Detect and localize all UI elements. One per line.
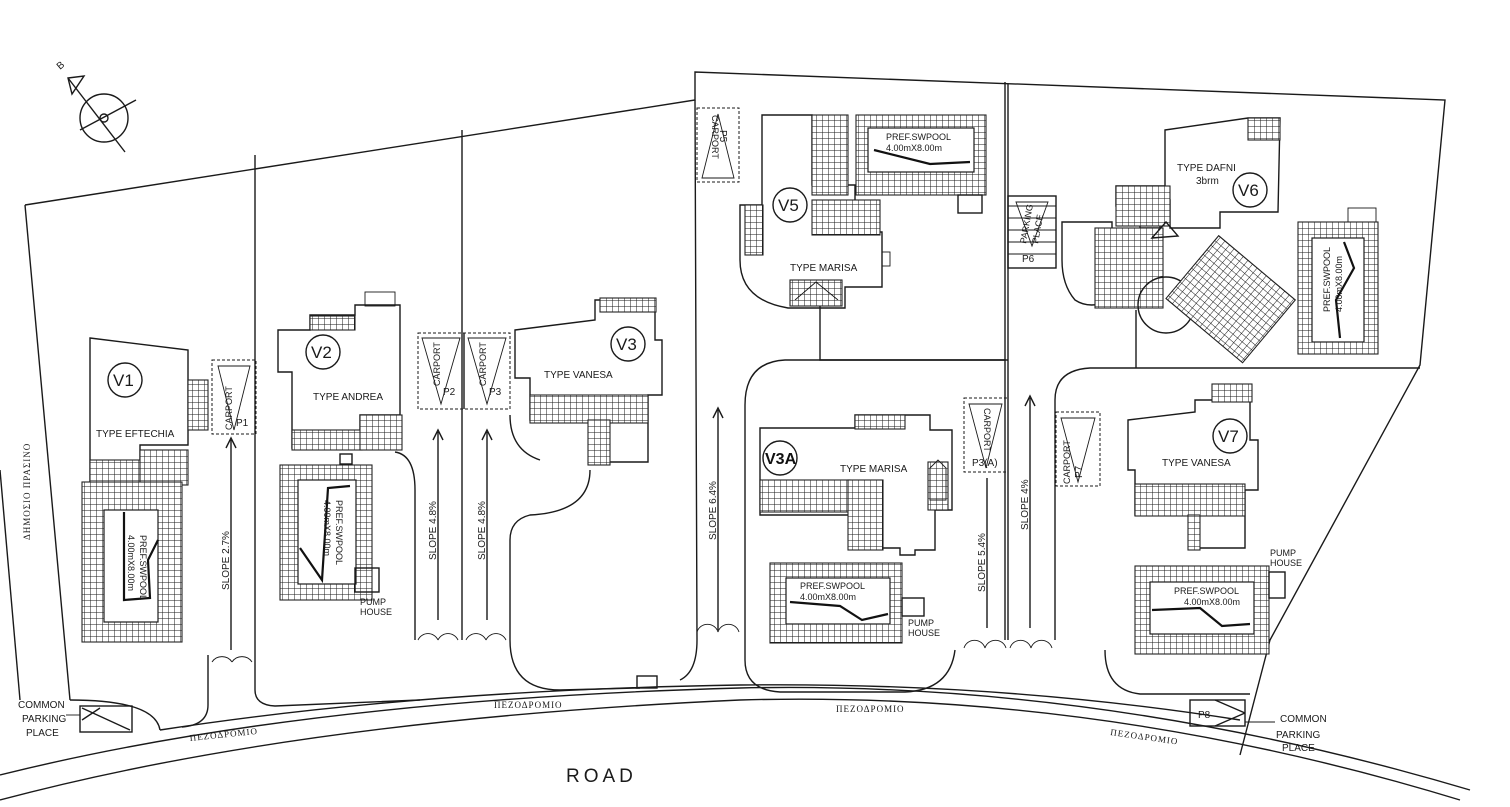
villa-v3a-type: TYPE MARISA — [840, 464, 908, 475]
villa-v2-tag: V2 — [311, 343, 332, 362]
common-parking-right: P8 COMMON PARKING PLACE — [1189, 699, 1327, 754]
villa-v5-tag: V5 — [778, 196, 799, 215]
villa-v3-type: TYPE VANESA — [544, 370, 613, 381]
v3a-pump-label-1: PUMP — [908, 618, 934, 628]
common-parking-left-2: PARKING — [22, 714, 66, 725]
v6-pool-label-1: PREF.SWPOOL — [1322, 247, 1332, 312]
v3a-carport-label: CARPORT — [982, 408, 992, 452]
road-label: ROAD — [566, 766, 637, 787]
v1-pool-label-2: 4.00mX8.00m — [126, 535, 136, 591]
common-parking-right-2: PARKING — [1276, 730, 1320, 741]
sidewalk-label-1: ΠΕΖΟΔΡΟΜΙΟ — [189, 726, 258, 743]
sidewalk-label-3: ΠΕΖΟΔΡΟΜΙΟ — [836, 704, 905, 714]
parking-p3a-label: P3(A) — [972, 458, 998, 469]
villa-v5: V5 TYPE MARISA PREF.SWPOOL 4.00mX8.00m C… — [696, 107, 987, 633]
v3a-pool-label-2: 4.00mX8.00m — [800, 592, 856, 602]
v7-pool-label-1: PREF.SWPOOL — [1174, 586, 1239, 596]
villa-v1: V1 TYPE EFTECHIA PREF.SWPOOL 4.00mX8.00m… — [81, 337, 257, 663]
side-street-label: ΔΗΜΟΣΙΟ ΠΡΑΣΙΝΟ — [22, 443, 32, 540]
v1-pool-label-1: PREF.SWPOOL — [138, 535, 148, 600]
carports-p2-p3: CARPORT CARPORT P2 P3 SLOPE 4.8% SLOPE 4… — [417, 332, 511, 641]
common-parking-left-1: COMMON — [18, 700, 65, 711]
villa-v7: V7 TYPE VANESA PREF.SWPOOL 4.00mX8.00m P… — [1055, 383, 1302, 655]
villa-v3-tag: V3 — [616, 335, 637, 354]
villa-v6-tag: V6 — [1238, 181, 1259, 200]
v5-slope: SLOPE 6.4% — [708, 481, 719, 540]
parking-p1-label: P1 — [236, 418, 249, 429]
parking-p3-label: P3 — [489, 387, 502, 398]
villa-v6-sub: 3brm — [1196, 176, 1219, 187]
villa-v2: V2 TYPE ANDREA PREF.SWPOOL 4.00mX8.00m P… — [277, 291, 403, 617]
villa-v6: V6 TYPE DAFNI 3brm PREF.SWPOOL 4.00mX8.0… — [1007, 117, 1379, 649]
v2-pool-label-2: 4.00mX8.00m — [322, 500, 332, 556]
v7-carport-label: CARPORT — [1062, 440, 1072, 484]
north-arrow: B — [55, 59, 137, 153]
v6-pool-label-2: 4.00mX8.00m — [1334, 256, 1344, 312]
villa-v7-type: TYPE VANESA — [1162, 458, 1231, 469]
v2-pool-label-1: PREF.SWPOOL — [334, 500, 344, 565]
villa-v1-tag: V1 — [113, 371, 134, 390]
v1-slope: SLOPE 2.7% — [221, 531, 232, 590]
common-parking-right-1: COMMON — [1280, 714, 1327, 725]
common-parking-left-3: PLACE — [26, 728, 59, 739]
parking-p8-label: P8 — [1198, 710, 1211, 721]
v3-slope: SLOPE 4.8% — [477, 501, 488, 560]
v7-pump-label-2: HOUSE — [1270, 558, 1302, 568]
v5-pool-label-2: 4.00mX8.00m — [886, 143, 942, 153]
villa-v5-type: TYPE MARISA — [790, 263, 858, 274]
v5-pool-label-1: PREF.SWPOOL — [886, 132, 951, 142]
villa-v3: V3 TYPE VANESA — [514, 297, 663, 466]
parking-p6-label: P6 — [1022, 254, 1035, 265]
v7-pump-label-1: PUMP — [1270, 548, 1296, 558]
v3a-slope: SLOPE 5.4% — [977, 533, 988, 592]
v3a-pump-label-2: HOUSE — [908, 628, 940, 638]
villa-v1-type: TYPE EFTECHIA — [96, 429, 175, 440]
v2-slope: SLOPE 4.8% — [428, 501, 439, 560]
parking-p5-label: P5 — [717, 130, 728, 143]
villa-v7-tag: V7 — [1218, 427, 1239, 446]
v3-carport-label: CARPORT — [478, 342, 488, 386]
plot-boundaries — [0, 71, 1446, 756]
parking-p2-label: P2 — [443, 387, 456, 398]
parking-p6-stripes — [1008, 205, 1056, 255]
v6-slope: SLOPE 4% — [1020, 479, 1031, 530]
common-parking-right-3: PLACE — [1282, 743, 1315, 754]
road-edges — [0, 684, 1471, 801]
v5-carport-label: CARPORT — [710, 115, 720, 159]
sidewalk-label-2: ΠΕΖΟΔΡΟΜΙΟ — [494, 700, 563, 710]
v2-pump-label-2: HOUSE — [360, 607, 392, 617]
villa-v2-type: TYPE ANDREA — [313, 392, 383, 403]
v2-carport-label: CARPORT — [432, 342, 442, 386]
v1-carport-label: CARPORT — [224, 386, 234, 430]
parking-p7-label: P7 — [1074, 465, 1085, 478]
villa-v3a-tag: V3A — [765, 451, 797, 468]
villa-v3a: V3A TYPE MARISA PREF.SWPOOL 4.00mX8.00m … — [759, 397, 1009, 649]
v7-pool-label-2: 4.00mX8.00m — [1184, 597, 1240, 607]
villa-v6-type: TYPE DAFNI — [1177, 163, 1236, 174]
v3a-pool-label-1: PREF.SWPOOL — [800, 581, 865, 591]
v2-pump-label-1: PUMP — [360, 597, 386, 607]
north-letter: B — [55, 59, 67, 72]
common-parking-left: COMMON PARKING PLACE — [18, 700, 133, 739]
